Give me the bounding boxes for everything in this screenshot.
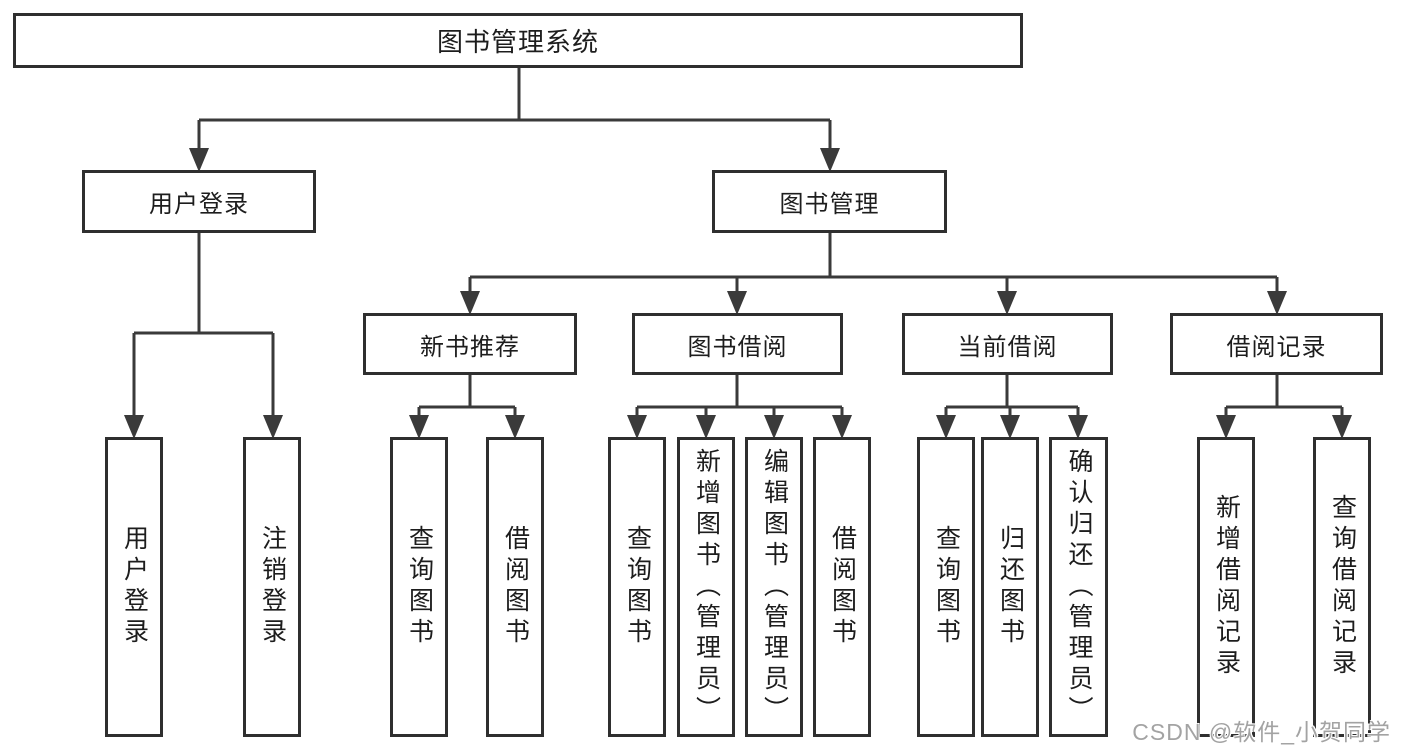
leaf-logout: 注销登录 — [243, 437, 301, 737]
node-label: 查询图书 — [405, 525, 434, 649]
arrowhead-path — [124, 148, 1352, 439]
leaf-user-login: 用户登录 — [105, 437, 163, 737]
node-label: 当前借阅 — [957, 333, 1058, 361]
leaf-add-books-admin: 新增图书（管理员） — [677, 437, 735, 737]
node-label: 图书管理 — [779, 191, 880, 218]
node-book-borrowing: 图书借阅 — [632, 313, 843, 375]
node-current-borrowing: 当前借阅 — [902, 313, 1113, 375]
node-label: 借阅图书 — [828, 525, 857, 649]
leaf-query-borrow-record: 查询借阅记录 — [1313, 437, 1371, 737]
node-root-system: 图书管理系统 — [13, 13, 1023, 68]
leaf-confirm-return-admin: 确认归还（管理员） — [1049, 437, 1108, 737]
node-new-book-recommendation: 新书推荐 — [363, 313, 577, 375]
node-label: 注销登录 — [258, 525, 287, 649]
node-label: 确认归还（管理员） — [1065, 447, 1093, 727]
leaf-query-books-recommend: 查询图书 — [390, 437, 448, 737]
connector-line-path — [132, 68, 1344, 417]
node-label: 新书推荐 — [420, 333, 520, 361]
leaf-query-books-current: 查询图书 — [917, 437, 975, 737]
node-label: 查询图书 — [623, 525, 652, 649]
node-label: 用户登录 — [120, 525, 149, 649]
node-label: 图书借阅 — [687, 333, 788, 361]
node-label: 借阅图书 — [501, 525, 530, 649]
leaf-return-books: 归还图书 — [981, 437, 1039, 737]
leaf-edit-books-admin: 编辑图书（管理员） — [745, 437, 803, 737]
node-label: 借阅记录 — [1226, 333, 1327, 361]
node-label: 图书管理系统 — [436, 27, 599, 57]
leaf-query-books-borrowing: 查询图书 — [608, 437, 666, 737]
node-label: 新增图书（管理员） — [692, 447, 721, 727]
node-label: 编辑图书（管理员） — [760, 447, 789, 727]
node-user-login: 用户登录 — [82, 170, 316, 233]
leaf-borrow-books-recommend: 借阅图书 — [486, 437, 544, 737]
node-label: 查询图书 — [932, 525, 961, 649]
leaf-add-borrow-record: 新增借阅记录 — [1197, 437, 1255, 737]
node-borrowing-records: 借阅记录 — [1170, 313, 1383, 375]
node-label: 用户登录 — [149, 191, 249, 218]
node-label: 新增借阅记录 — [1212, 494, 1241, 680]
node-book-management: 图书管理 — [712, 170, 947, 233]
node-label: 查询借阅记录 — [1328, 494, 1357, 680]
csdn-watermark: CSDN @软件_小贺同学 — [1132, 719, 1391, 745]
node-label: 归还图书 — [996, 525, 1025, 649]
leaf-borrow-books: 借阅图书 — [813, 437, 871, 737]
